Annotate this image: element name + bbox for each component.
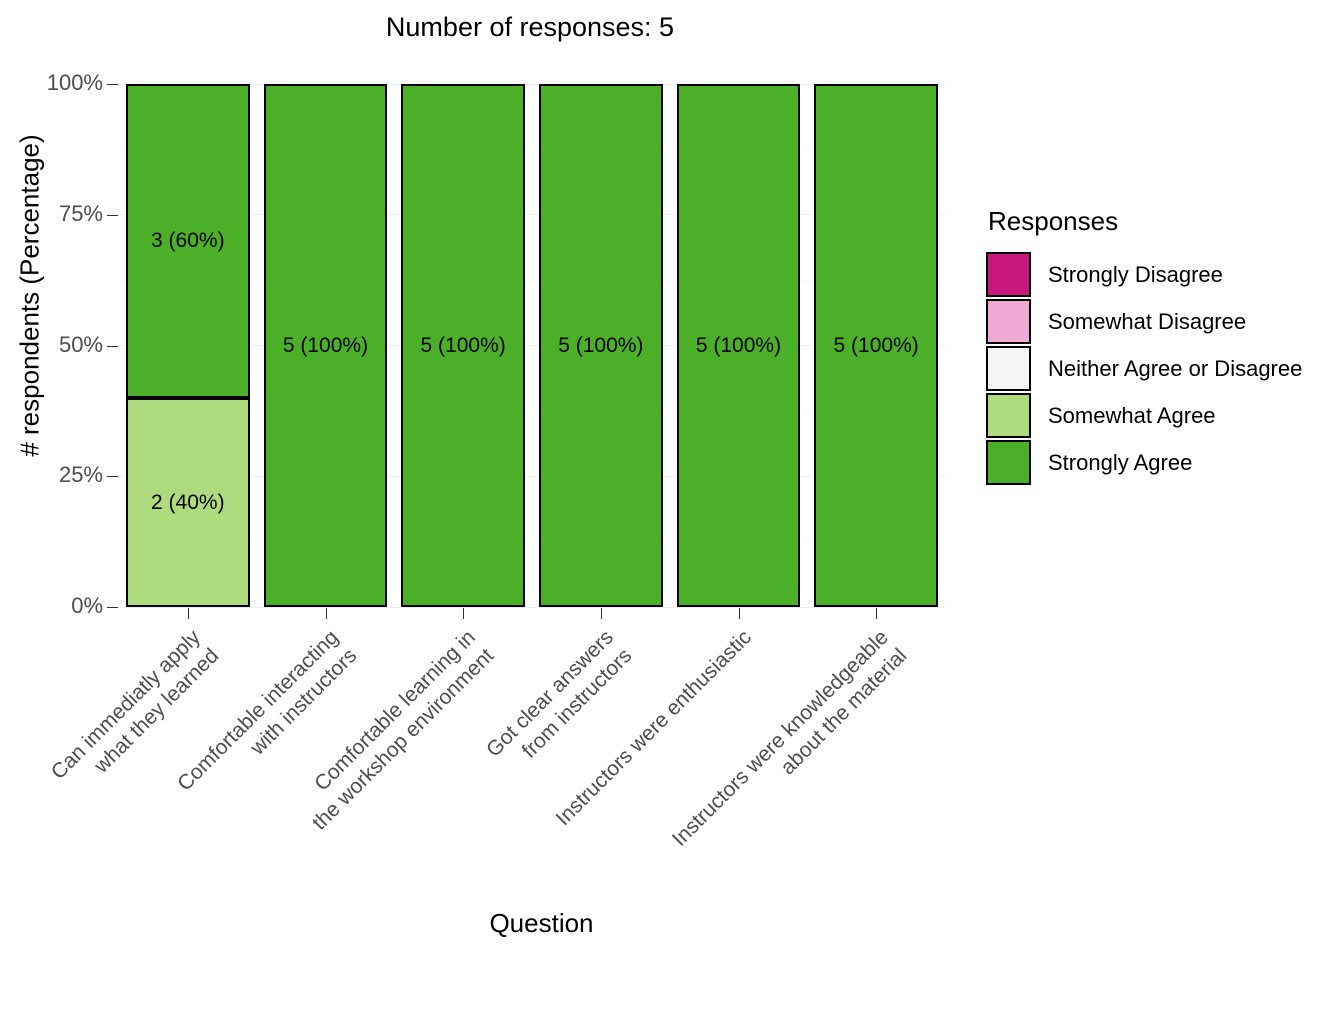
y-axis-tick-label: 0% [71,593,103,618]
y-axis-title: # respondents (Percentage) [14,134,45,457]
bar-group: 5 (100%) [814,84,939,607]
bar-value-label: 5 (100%) [558,334,644,357]
bar-segment: 5 (100%) [263,84,388,607]
bar-segment: 3 (60%) [125,84,250,398]
bar-value-label: 5 (100%) [695,334,782,357]
bar-segment: 5 (100%) [676,84,801,607]
legend-swatch [986,440,1031,485]
gridline-major [119,214,945,216]
bar-segment: 2 (40%) [125,397,250,607]
bar-segment: 5 (100%) [538,84,663,607]
gridline-major [119,475,945,477]
legend-item[interactable]: Somewhat Disagree [986,298,1336,345]
y-axis-tick-label: 100% [46,70,103,95]
bar-group: 5 (100%) [538,84,663,607]
x-axis-tick-mark [876,608,878,619]
legend-item[interactable]: Strongly Agree [986,439,1336,486]
legend-title: Responses [988,206,1119,236]
legend-swatch [986,393,1031,438]
bar-value-label: 3 (60%) [151,229,225,253]
gridline-minor [119,279,945,281]
x-axis-title: Question [489,908,594,938]
gridline-major [119,606,945,608]
bar-value-label: 5 (100%) [282,334,369,357]
y-axis-tick-mark [107,607,118,608]
y-axis-tick-mark [107,345,118,347]
plot-panel: 2 (40%) 3 (60%) 5 (100%) 5 (100%) 5 (100%) 5 … [119,83,945,608]
gridline-major [119,345,945,346]
x-axis-tick-mark [187,608,189,619]
legend-item-label: Somewhat Agree [1048,402,1216,428]
bar-segment: 5 (100%) [401,84,526,607]
legend-item-label: Strongly Agree [1048,449,1193,475]
legend-item[interactable]: Strongly Disagree [986,251,1336,298]
legend-swatch [986,299,1031,344]
gridline-minor [119,148,945,150]
bar-group: 5 (100%) [401,84,526,607]
bar-value-label: 2 (40%) [151,490,225,514]
bar-value-label: 5 (100%) [420,334,506,357]
legend-item-label: Somewhat Disagree [1048,308,1247,334]
bar-group: 5 (100%) [676,84,801,607]
y-axis-tick-mark [107,214,118,216]
legend-item[interactable]: Neither Agree or Disagree [986,345,1336,392]
x-axis-tick-mark [600,608,602,619]
chart-title: Number of responses: 5 [385,12,675,42]
x-axis-tick-mark [463,608,465,619]
bar-group: 2 (40%) 3 (60%) [125,84,250,607]
legend-swatch [986,346,1031,391]
bar-value-label: 5 (100%) [833,334,919,357]
legend-item[interactable]: Somewhat Agree [986,392,1336,439]
legend-item-label: Strongly Disagree [1048,261,1223,287]
y-axis-tick-label: 75% [58,200,103,226]
chart-figure: Number of responses: 5 # respondents (Pe… [14,12,1336,938]
bar-segment: 5 (100%) [814,84,939,607]
gridline-major [119,83,945,85]
x-axis-tick-mark [325,608,327,619]
x-axis-tick-mark [738,608,740,619]
y-axis-tick-label: 25% [58,462,103,488]
bar-group: 5 (100%) [263,84,388,607]
legend-swatch [986,252,1031,297]
legend-item-label: Neither Agree or Disagree [1048,355,1303,381]
y-axis-tick-mark [107,84,118,85]
gridline-minor [119,410,945,412]
y-axis-tick-mark [107,476,118,478]
gridline-minor [119,541,945,543]
y-axis-tick-label: 50% [58,331,103,357]
